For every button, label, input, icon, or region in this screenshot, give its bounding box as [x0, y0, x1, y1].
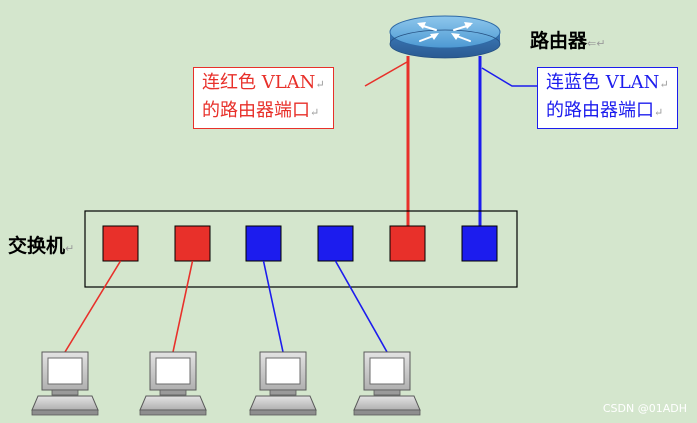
red-callout-mark1: ↵ [315, 78, 325, 91]
blue-callout-mark1: ↵ [659, 78, 669, 91]
red-callout-pointer [364, 61, 408, 87]
computer-icon [249, 351, 317, 416]
switch-label-mark: ↵ [65, 242, 75, 255]
access-link-1 [64, 260, 122, 353]
blue-callout-line1: 连蓝色 VLAN [546, 72, 660, 93]
red-callout-line2: 的路由器端口 [202, 100, 310, 121]
switch-port-red-5 [389, 225, 426, 262]
router-label: 路由器⇐↵ [530, 26, 605, 53]
red-vlan-callout: 连红色 VLAN↵ 的路由器端口↵ [193, 67, 334, 129]
router-icon [389, 15, 501, 59]
red-callout-line1: 连红色 VLAN [202, 72, 316, 93]
switch-port-blue-4 [317, 225, 354, 262]
blue-callout-pointer [481, 67, 540, 87]
router-label-mark: ⇐↵ [587, 37, 606, 50]
access-link-4 [334, 260, 388, 353]
computer-icon [31, 351, 99, 416]
blue-vlan-callout: 连蓝色 VLAN↵ 的路由器端口↵ [537, 67, 678, 129]
switch-body [84, 210, 518, 288]
switch-label: 交换机↵ [8, 231, 74, 258]
blue-callout-line2: 的路由器端口 [546, 100, 654, 121]
router-label-text: 路由器 [530, 30, 588, 52]
switch-port-blue-6 [461, 225, 498, 262]
switch-label-text: 交换机 [8, 235, 66, 257]
access-link-2 [172, 260, 194, 353]
red-callout-mark2: ↵ [310, 106, 320, 119]
blue-callout-mark2: ↵ [654, 106, 664, 119]
watermark: CSDN @01ADH [602, 402, 687, 415]
access-link-3 [262, 260, 284, 353]
computer-icon [353, 351, 421, 416]
switch-port-red-2 [174, 225, 211, 262]
switch-port-blue-3 [245, 225, 282, 262]
computer-icon [139, 351, 207, 416]
switch-port-red-1 [102, 225, 139, 262]
